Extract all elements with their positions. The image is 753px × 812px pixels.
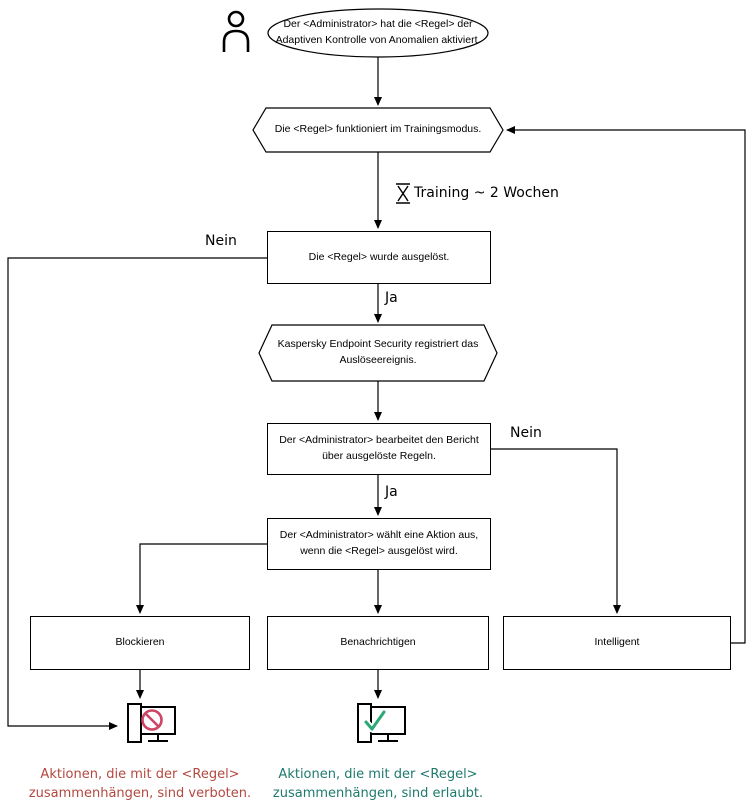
- training-mode-node: Die <Regel> funktioniert im Trainingsmod…: [274, 123, 482, 136]
- process-report-node: Der <Administrator> bearbeitet den Beric…: [267, 423, 491, 475]
- no-label-left: Nein: [205, 233, 237, 249]
- training-hexagon-shape: [252, 107, 504, 153]
- edge-smart-loopback: [506, 126, 746, 644]
- check-sign-icon: [362, 708, 388, 733]
- edge-no-to-smart: [491, 448, 621, 614]
- yes-label-2: Ja: [385, 484, 398, 500]
- allowed-caption: Aktionen, die mit der <Regel> zusammenhä…: [272, 767, 484, 801]
- yes-label-1: Ja: [385, 290, 398, 306]
- block-node: Blockieren: [30, 616, 250, 670]
- prohibition-sign-icon: [141, 709, 163, 731]
- hourglass-icon: [396, 183, 410, 204]
- start-node: Der <Administrator> hat die <Regel> der …: [275, 18, 481, 46]
- register-event-node: Kaspersky Endpoint Security registriert …: [277, 338, 479, 366]
- user-icon: [222, 10, 250, 52]
- notify-node: Benachrichtigen: [267, 616, 489, 670]
- register-hexagon-shape: [258, 324, 498, 382]
- smart-node: Intelligent: [503, 616, 731, 670]
- blocked-workstation-icon: [127, 703, 176, 743]
- edge-no-to-blocked: [7, 257, 267, 730]
- forbidden-caption: Aktionen, die mit der <Regel> zusammenhä…: [28, 767, 252, 801]
- no-label-right: Nein: [510, 425, 542, 441]
- allowed-workstation-icon: [357, 703, 406, 743]
- training-duration-label: Training ~ 2 Wochen: [414, 185, 559, 201]
- rule-triggered-node: Die <Regel> wurde ausgelöst.: [267, 231, 491, 284]
- edge-action-block: [136, 543, 267, 614]
- select-action-node: Der <Administrator> wählt eine Aktion au…: [267, 518, 491, 570]
